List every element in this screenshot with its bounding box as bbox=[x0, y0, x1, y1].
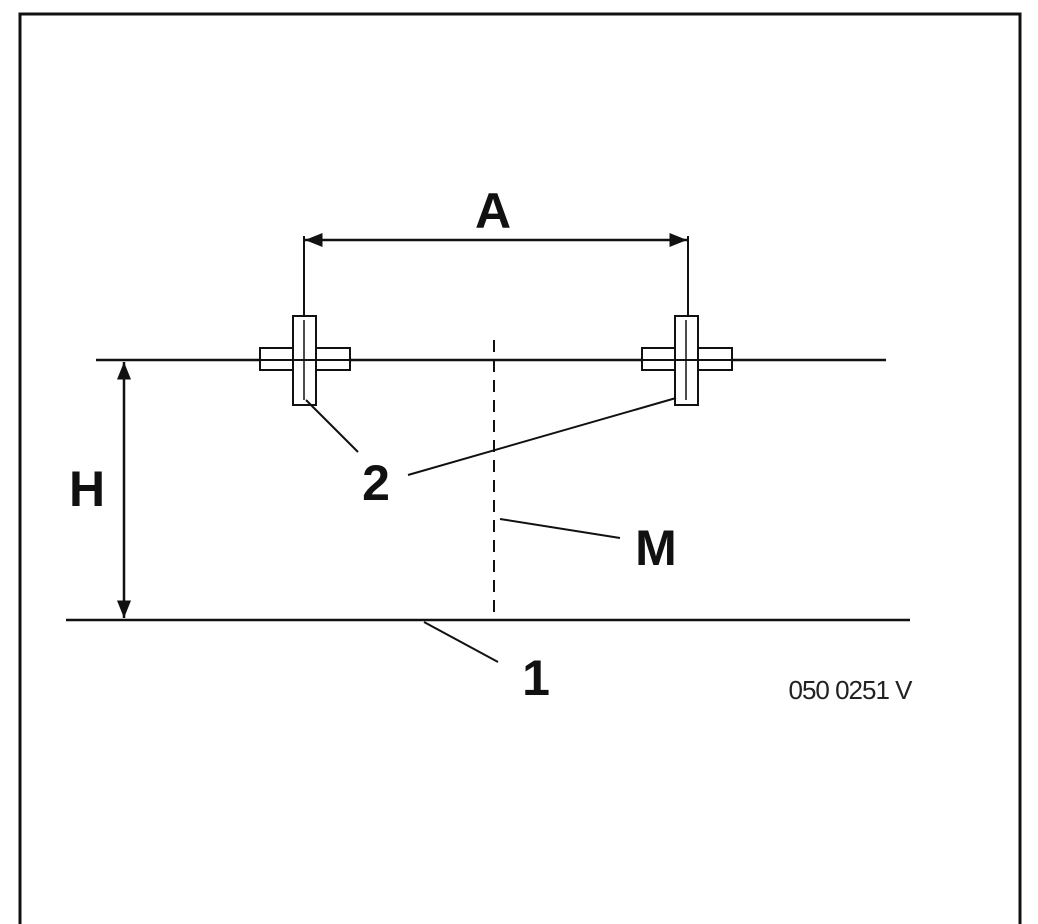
dimension-h: H bbox=[69, 362, 131, 618]
leader-1 bbox=[423, 621, 499, 663]
figure-code: 050 0251 V bbox=[788, 675, 913, 705]
leader-2-right bbox=[407, 397, 677, 476]
dimension-h-label: H bbox=[69, 461, 105, 517]
callout-1-label: 1 bbox=[522, 650, 550, 706]
diagram-frame bbox=[18, 12, 1022, 924]
leader-lines bbox=[305, 397, 677, 663]
dimension-a: A bbox=[303, 183, 689, 316]
fastener-left bbox=[259, 315, 351, 406]
leader-m bbox=[499, 518, 621, 539]
callout-2-label: 2 bbox=[362, 455, 390, 511]
leader-2-left bbox=[305, 399, 359, 453]
callout-m-label: M bbox=[635, 520, 677, 576]
fastener-right bbox=[641, 315, 733, 406]
dimension-a-label: A bbox=[475, 183, 511, 239]
